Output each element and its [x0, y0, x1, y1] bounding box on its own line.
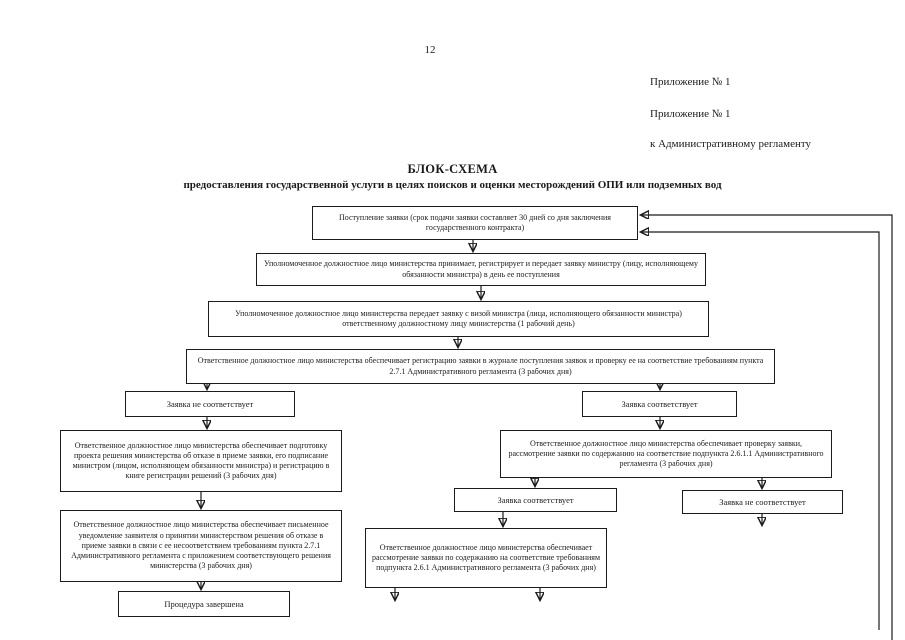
node-content-review: Ответственное должностное лицо министерс… [365, 528, 607, 588]
node-intake: Поступление заявки (срок подачи заявки с… [312, 206, 638, 240]
node-sub-conforms: Заявка соответствует [454, 488, 617, 512]
flowchart-title: БЛОК-СХЕМА [407, 162, 498, 176]
node-content-check: Ответственное должностное лицо министерс… [500, 430, 832, 478]
node-register-transfer: Уполномоченное должностное лицо министер… [256, 253, 706, 286]
edge-feedback-outer-loop [641, 215, 893, 640]
annex-line-3: к Административному регламенту [650, 138, 812, 150]
node-refusal-decision: Ответственное должностное лицо министерс… [60, 430, 342, 492]
node-procedure-complete: Процедура завершена [118, 591, 290, 617]
node-sub-not-conforms: Заявка не соответствует [682, 490, 843, 514]
node-transfer-with-visa: Уполномоченное должностное лицо министер… [208, 301, 709, 337]
edge-feedback-inner-loop [641, 232, 880, 630]
annex-line-1: Приложение № 1 [650, 76, 731, 88]
annex-line-2: Приложение № 1 [650, 108, 731, 120]
page-number: 12 [424, 44, 436, 56]
flowchart-subtitle: предоставления государственной услуги в … [183, 179, 722, 191]
node-refusal-notification: Ответственное должностное лицо министерс… [60, 510, 342, 582]
node-left-not-conforms: Заявка не соответствует [125, 391, 295, 417]
node-right-conforms: Заявка соответствует [582, 391, 737, 417]
node-journal-registration-check: Ответственное должностное лицо министерс… [186, 349, 775, 384]
